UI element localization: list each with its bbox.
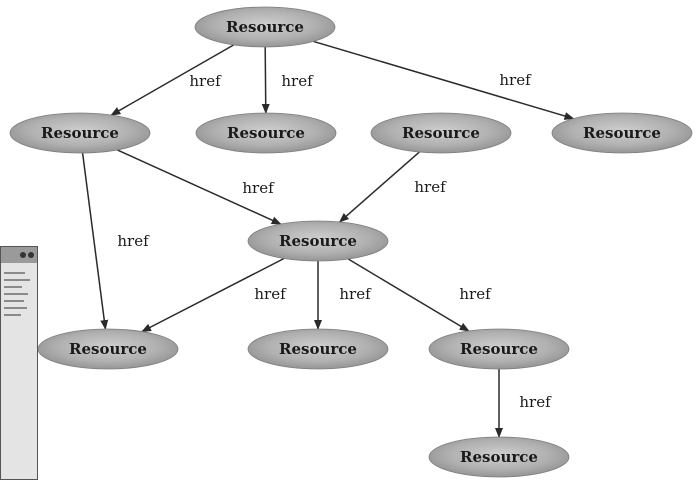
node-ellipse	[194, 6, 336, 48]
node-ellipse	[428, 436, 570, 478]
edge-label: href	[339, 285, 372, 303]
node-label: Resource	[279, 340, 357, 358]
edge-label: href	[519, 393, 552, 411]
edge-label: href	[189, 72, 222, 90]
resource-node: Resource	[9, 112, 151, 154]
edge-arrow	[141, 257, 285, 333]
resource-node: Resource	[428, 328, 570, 370]
edge-label: href	[459, 285, 492, 303]
thumbnail-titlebar	[1, 247, 37, 263]
edge-label: href	[499, 71, 532, 89]
edge-label: href	[117, 232, 150, 250]
node-ellipse	[551, 112, 693, 154]
resource-node: Resource	[195, 112, 337, 154]
edge-label: href	[414, 178, 447, 196]
thumbnail-control-icon	[20, 252, 26, 258]
resource-node: Resource	[37, 328, 179, 370]
node-ellipse	[428, 328, 570, 370]
node-label: Resource	[226, 18, 304, 36]
edge-arrow	[110, 44, 235, 116]
node-label: Resource	[583, 124, 661, 142]
edge-label: href	[281, 72, 314, 90]
node-label: Resource	[460, 448, 538, 466]
edge-arrow	[261, 46, 270, 115]
edge-arrow	[347, 258, 470, 332]
node-label: Resource	[460, 340, 538, 358]
edge-label: href	[254, 285, 287, 303]
node-ellipse	[370, 112, 512, 154]
resource-node: Resource	[428, 436, 570, 478]
node-ellipse	[247, 220, 389, 262]
node-label: Resource	[402, 124, 480, 142]
node-ellipse	[247, 328, 389, 370]
node-label: Resource	[227, 124, 305, 142]
node-label: Resource	[279, 232, 357, 250]
node-label: Resource	[41, 124, 119, 142]
resource-node: Resource	[247, 220, 389, 262]
edge-arrow	[313, 40, 575, 120]
edge-arrow	[81, 152, 109, 331]
node-ellipse	[37, 328, 179, 370]
node-ellipse	[195, 112, 337, 154]
resource-node: Resource	[194, 6, 336, 48]
node-ellipse	[9, 112, 151, 154]
thumbnail-control-icon	[28, 252, 34, 258]
edge-arrow	[338, 151, 420, 223]
edge-label: href	[242, 179, 275, 197]
window-thumbnail	[0, 246, 38, 480]
edge-arrow	[116, 149, 282, 225]
resource-node: Resource	[551, 112, 693, 154]
resource-node: Resource	[370, 112, 512, 154]
node-label: Resource	[69, 340, 147, 358]
resource-node: Resource	[247, 328, 389, 370]
thumbnail-content	[1, 263, 37, 325]
